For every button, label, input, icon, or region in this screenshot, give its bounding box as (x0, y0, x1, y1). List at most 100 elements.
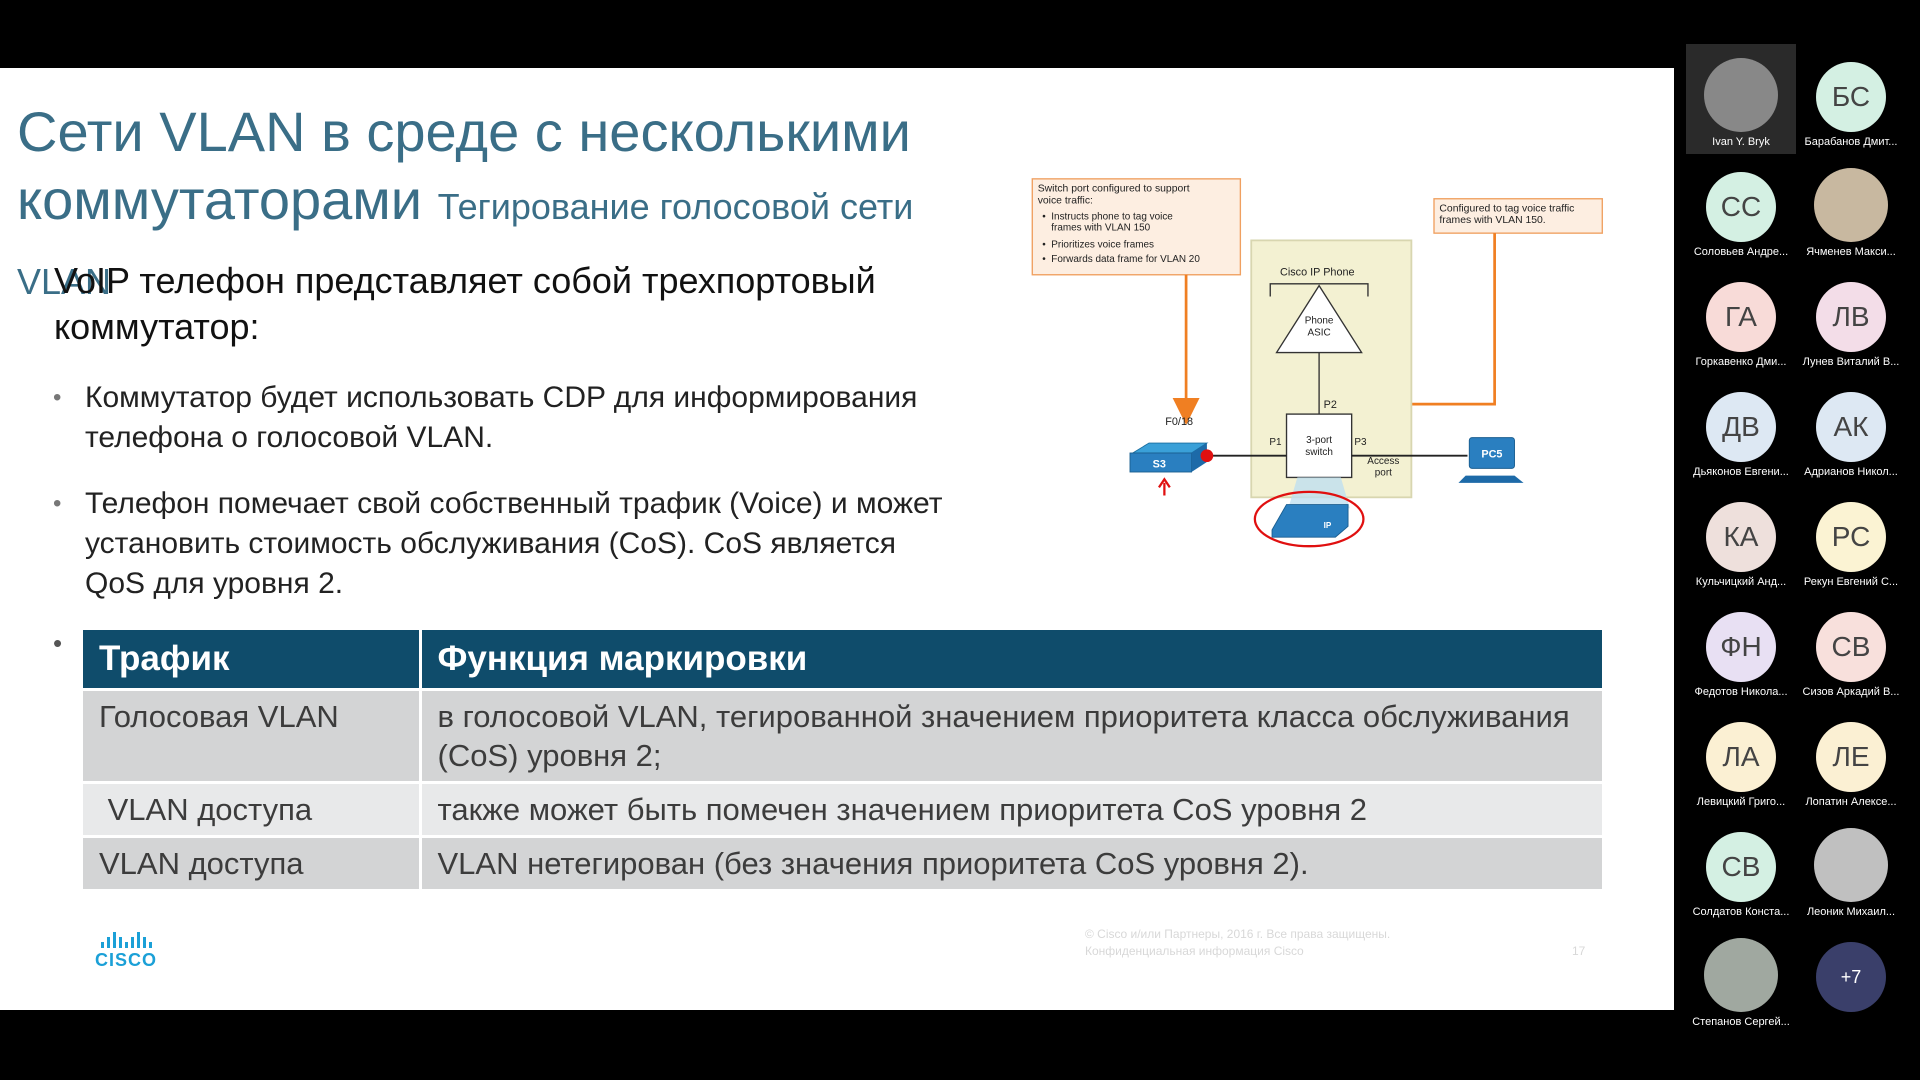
participant-avatar-photo (1814, 828, 1888, 902)
slide-subtitle: Тегирование голосовой сети VLAN (17, 186, 914, 302)
table-row: Голосовая VLAN в голосовой VLAN, тегиров… (83, 688, 1605, 783)
participant-name: Ivan Y. Bryk (1712, 136, 1770, 148)
bullet-list: • Коммутатор будет использовать CDP для и… (50, 378, 950, 630)
pc5-base (1458, 475, 1524, 483)
table-cell: также может быть помечен значением приор… (420, 781, 1605, 837)
participant-name: Левицкий Григо... (1696, 796, 1786, 808)
page-number: 17 (1572, 944, 1586, 958)
copyright-line: Конфиденциальная информация Cisco (1085, 944, 1304, 958)
copyright-text: © Cisco и/или Партнеры, 2016 г. Все прав… (1085, 926, 1390, 960)
bullet-item: • Коммутатор будет использовать CDP для и… (50, 378, 950, 458)
participant-avatar: СВ (1706, 832, 1776, 902)
participant-tile[interactable]: СС Соловьев Андре... (1686, 154, 1796, 264)
participant-name: Сизов Аркадий В... (1802, 686, 1900, 698)
participant-tile[interactable]: ФН Федотов Никола... (1686, 594, 1796, 704)
table-cell: VLAN доступа (83, 835, 422, 889)
bullet-dot: • (53, 490, 62, 517)
callout-right-text: Configured to tag voice traffic frames w… (1439, 203, 1577, 226)
participant-avatar: ФН (1706, 612, 1776, 682)
table-cell: в голосовой VLAN, тегированной значением… (420, 688, 1605, 783)
bullet-text: Телефон помечает свой собственный трафик… (85, 487, 943, 600)
switch-s3-side (1191, 443, 1207, 472)
participant-name: Соловьев Андре... (1693, 246, 1789, 258)
callout-left-box (1031, 178, 1242, 276)
participant-tile[interactable]: ЛЕ Лопатин Алексе... (1796, 704, 1906, 814)
port-p1-label: P1 (1269, 437, 1282, 448)
cisco-logo: CISCO (92, 930, 160, 971)
empty-bullet: • (53, 628, 63, 658)
switch-port-label: F0/18 (1165, 416, 1193, 428)
port-p3-label: P3 (1354, 437, 1367, 448)
asic-label: ASIC (1307, 327, 1330, 338)
participant-name: Лопатин Алексе... (1805, 796, 1897, 808)
access-port-label: Access (1367, 456, 1399, 467)
participant-avatar: БС (1816, 62, 1886, 132)
participant-tile[interactable]: СВ Солдатов Конста... (1686, 814, 1796, 924)
pc5-monitor (1468, 437, 1515, 469)
table-header: Функция маркировки (420, 630, 1605, 690)
callout-left-item: •Prioritizes voice frames (1042, 240, 1154, 251)
participant-avatar: +7 (1816, 942, 1886, 1012)
participant-name: Ячменев Макси... (1806, 246, 1896, 258)
participant-avatar: ДВ (1706, 392, 1776, 462)
participant-tile[interactable]: АК Адрианов Никол... (1796, 374, 1906, 484)
participant-avatar: СС (1706, 172, 1776, 242)
phone-bracket (1269, 283, 1369, 297)
voice-vlan-diagram: Switch port configured to support voice … (1031, 178, 1603, 548)
table-cell: Голосовая VLAN (83, 688, 422, 783)
participant-tile[interactable]: +7 (1796, 924, 1906, 1034)
participant-tile[interactable]: Ячменев Макси... (1796, 154, 1906, 264)
vlan-marking-table: Трафик Функция маркировки Голосовая VLAN… (83, 630, 1605, 889)
participant-name: Солдатов Конста... (1692, 906, 1790, 918)
bullet-dot: • (53, 384, 62, 411)
participant-avatar: АК (1816, 392, 1886, 462)
participant-tile[interactable]: Степанов Сергей... (1686, 924, 1796, 1034)
participant-tile[interactable]: ГА Горкавенко Дми... (1686, 264, 1796, 374)
table-cell: VLAN нетегирован (без значения приоритет… (420, 835, 1605, 889)
switch-name: S3 (1153, 458, 1166, 470)
participant-tile[interactable]: СВ Сизов Аркадий В... (1796, 594, 1906, 704)
slide-title-main: Сети VLAN в среде с несколькими коммутат… (17, 100, 911, 231)
participant-avatar: ЛЕ (1816, 722, 1886, 792)
participant-name: Федотов Никола... (1694, 686, 1788, 698)
participant-avatar-photo (1704, 938, 1778, 1012)
participant-name: Барабанов Дмит... (1804, 136, 1898, 148)
participant-avatar: ЛВ (1816, 282, 1886, 352)
participant-avatar: ЛА (1706, 722, 1776, 792)
participant-tile[interactable]: РС Рекун Евгений С... (1796, 484, 1906, 594)
three-port-switch-label: 3-port (1306, 435, 1332, 446)
participant-name: Степанов Сергей... (1692, 1016, 1790, 1028)
callout-right-box (1433, 198, 1603, 234)
table-row: VLAN доступа VLAN нетегирован (без значе… (83, 835, 1605, 889)
presentation-slide: Сети VLAN в среде с несколькими коммутат… (0, 68, 1674, 1010)
cisco-logo-text: CISCO (94, 950, 157, 970)
participant-avatar: СВ (1816, 612, 1886, 682)
participant-avatar: КА (1706, 502, 1776, 572)
copyright-line: © Cisco и/или Партнеры, 2016 г. Все прав… (1085, 927, 1391, 941)
pc-name: PC5 (1481, 449, 1502, 461)
participant-name: Горкавенко Дми... (1695, 356, 1787, 368)
cisco-logo-bars (92, 930, 160, 948)
participant-avatar-photo (1814, 168, 1888, 242)
participant-tile[interactable]: Леоник Михаил... (1796, 814, 1906, 924)
table-cell: VLAN доступа (83, 781, 422, 837)
bullet-text: Коммутатор будет использовать CDP для ин… (85, 381, 918, 454)
participant-avatar: ГА (1706, 282, 1776, 352)
annotation-arrow (1158, 477, 1171, 496)
three-port-switch (1285, 413, 1353, 479)
participant-name: Рекун Евгений С... (1803, 576, 1899, 588)
access-port-label: port (1375, 468, 1392, 479)
participant-tile[interactable]: Ivan Y. Bryk (1686, 44, 1796, 154)
participant-tile[interactable]: БС Барабанов Дмит... (1796, 44, 1906, 154)
callout-left-title: Switch port configured to support voice … (1038, 184, 1193, 207)
participant-name: Адрианов Никол... (1804, 466, 1898, 478)
bullet-item: • Телефон помечает свой собственный трафи… (50, 484, 950, 604)
participant-tile[interactable]: ЛА Левицкий Григо... (1686, 704, 1796, 814)
phone-label: Cisco IP Phone (1280, 267, 1355, 279)
table-row: VLAN доступа также может быть помечен зн… (83, 781, 1605, 837)
participant-avatar: РС (1816, 502, 1886, 572)
ip-phone-icon (1271, 504, 1349, 538)
